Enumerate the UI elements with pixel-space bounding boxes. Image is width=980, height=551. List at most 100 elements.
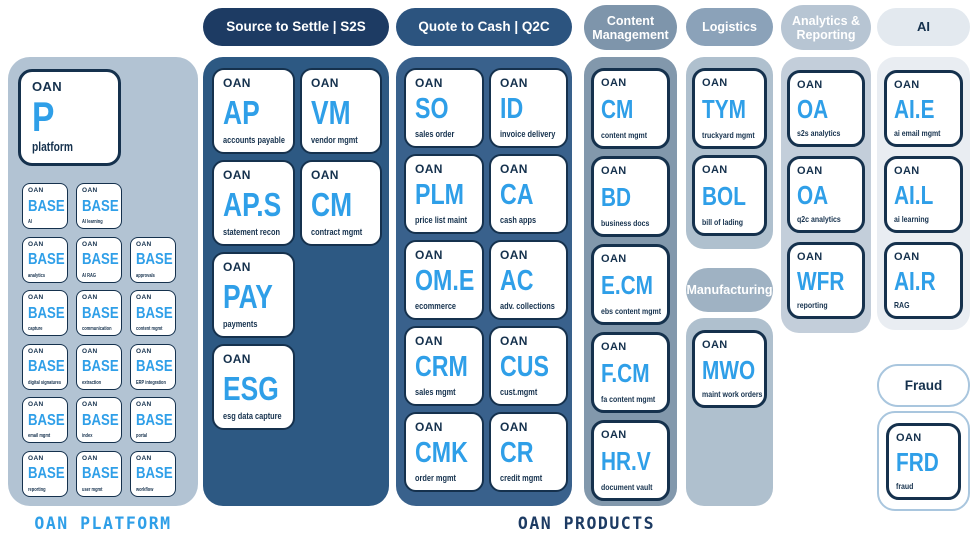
card-brand: OAN xyxy=(415,248,443,262)
analytics-card-stack: OAN OA s2s analytics OAN OA q2c analytic… xyxy=(787,70,865,319)
card-label: ecommerce xyxy=(415,301,457,312)
card-acronym: BASE xyxy=(82,304,119,322)
card-cmk: OAN CMK order mgmt xyxy=(404,412,484,492)
card-acronym: BASE xyxy=(82,358,119,376)
card-brand: OAN xyxy=(500,334,528,348)
card-acronym: BASE xyxy=(136,465,173,483)
card-label: price list maint xyxy=(415,215,468,226)
card-brand: OAN xyxy=(896,432,922,444)
card-base-digital-signatures: OAN BASE digital signatures xyxy=(22,343,68,390)
card-brand: OAN xyxy=(136,240,152,248)
card-brand: OAN xyxy=(311,168,339,182)
card-acronym: VM xyxy=(311,94,351,132)
card-vm: OAN VM vendor mgmt xyxy=(300,68,382,154)
card-label: order mgmt xyxy=(415,473,457,484)
card-brand: OAN xyxy=(28,240,44,248)
card-brand: OAN xyxy=(28,347,44,355)
card-base-capture: OAN BASE capture xyxy=(22,290,68,336)
card-label: approvals xyxy=(136,272,155,279)
card-brand: OAN xyxy=(702,77,728,89)
card-brand: OAN xyxy=(601,341,627,353)
card-brand: OAN xyxy=(894,165,920,177)
header-pill-quote-to-cash: Quote to Cash | Q2C xyxy=(396,8,572,46)
card-acronym: AI.L xyxy=(894,180,934,211)
card-air: OAN AI.R RAG xyxy=(884,242,963,319)
card-bd: OAN BD business docs xyxy=(591,156,670,237)
card-ca: OAN CA cash apps xyxy=(489,154,568,234)
card-ail: OAN AI.L ai learning xyxy=(884,156,963,233)
card-base-erp-integration: OAN BASE ERP integration xyxy=(130,343,176,390)
column-manufacturing: OAN MWO maint work orders xyxy=(686,318,773,506)
card-brand: OAN xyxy=(601,429,627,441)
card-label: fa content mgmt xyxy=(601,393,656,404)
card-brand: OAN xyxy=(415,334,443,348)
card-pay: OAN PAY payments xyxy=(212,252,295,338)
card-label: reporting xyxy=(28,486,46,493)
card-label: AI learning xyxy=(82,219,103,225)
card-aie: OAN AI.E ai email mgmt xyxy=(884,70,963,147)
card-label: vendor mgmt xyxy=(311,135,358,146)
card-acronym: BASE xyxy=(82,465,119,483)
column-logistics: OAN TYM truckyard mgmt OAN BOL bill of l… xyxy=(686,57,773,249)
card-label: content mgmt xyxy=(136,326,163,332)
card-acronym: AP xyxy=(223,94,260,132)
card-label: platform xyxy=(32,140,73,154)
column-quote-to-cash: OAN SO sales order OAN ID invoice delive… xyxy=(396,57,572,506)
card-label: ebs content mgmt xyxy=(601,305,662,316)
card-label: email mgmt xyxy=(28,433,51,439)
card-cm-contract: OAN CM contract mgmt xyxy=(300,160,382,246)
card-base-user-mgmt: OAN BASE user mgmt xyxy=(76,450,122,497)
card-brand: OAN xyxy=(82,454,98,462)
card-brand: OAN xyxy=(601,253,627,265)
card-label: document vault xyxy=(601,481,653,492)
card-acronym: ESG xyxy=(223,370,279,408)
card-brand: OAN xyxy=(223,168,251,182)
manufacturing-card-stack: OAN MWO maint work orders xyxy=(692,330,767,408)
card-brand: OAN xyxy=(223,260,251,274)
header-pill-analytics-reporting: Analytics & Reporting xyxy=(781,5,871,50)
card-label: sales order xyxy=(415,129,455,140)
card-acronym: PAY xyxy=(223,278,273,316)
card-acronym: BASE xyxy=(136,358,173,376)
card-base-content-mgmt: OAN BASE content mgmt xyxy=(130,290,176,336)
card-label: invoice delivery xyxy=(500,129,556,140)
card-acronym: CMK xyxy=(415,437,468,470)
card-brand: OAN xyxy=(415,420,443,434)
card-acronym: OM.E xyxy=(415,265,475,298)
card-oa-q2c: OAN OA q2c analytics xyxy=(787,156,865,233)
logistics-card-stack: OAN TYM truckyard mgmt OAN BOL bill of l… xyxy=(692,68,767,236)
card-ome: OAN OM.E ecommerce xyxy=(404,240,484,320)
card-label: portal xyxy=(136,433,148,439)
card-brand: OAN xyxy=(500,248,528,262)
card-brand: OAN xyxy=(136,294,152,301)
card-acronym: BASE xyxy=(28,304,65,322)
s2s-card-grid: OAN AP accounts payable OAN VM vendor mg… xyxy=(212,68,382,430)
card-label: user mgmt xyxy=(82,486,103,493)
card-brand: OAN xyxy=(894,79,920,91)
card-label: content mgmt xyxy=(601,129,648,140)
card-acronym: CA xyxy=(500,179,534,212)
card-label: ai learning xyxy=(894,213,929,224)
column-ai: OAN AI.E ai email mgmt OAN AI.L ai learn… xyxy=(877,57,970,330)
card-brand: OAN xyxy=(702,339,728,351)
card-base-communication: OAN BASE communication xyxy=(76,290,122,336)
card-brand: OAN xyxy=(500,420,528,434)
card-esg: OAN ESG esg data capture xyxy=(212,344,295,430)
card-acronym: CM xyxy=(601,94,634,125)
ai-card-stack: OAN AI.E ai email mgmt OAN AI.L ai learn… xyxy=(884,70,963,319)
card-brand: OAN xyxy=(82,401,98,408)
card-acronym: BD xyxy=(601,182,632,213)
card-id: OAN ID invoice delivery xyxy=(489,68,568,148)
card-brand: OAN xyxy=(28,187,44,194)
card-acronym: F.CM xyxy=(601,358,650,389)
card-so: OAN SO sales order xyxy=(404,68,484,148)
card-brand: OAN xyxy=(223,352,251,366)
card-acronym: WFR xyxy=(797,266,845,297)
caption-oan-products: OAN PRODUCTS xyxy=(517,514,656,533)
card-label: business docs xyxy=(601,217,650,228)
card-acronym: AI.R xyxy=(894,266,936,297)
card-label: s2s analytics xyxy=(797,127,841,138)
card-brand: OAN xyxy=(797,79,823,91)
card-brand: OAN xyxy=(797,251,823,263)
card-label: fraud xyxy=(896,480,914,491)
